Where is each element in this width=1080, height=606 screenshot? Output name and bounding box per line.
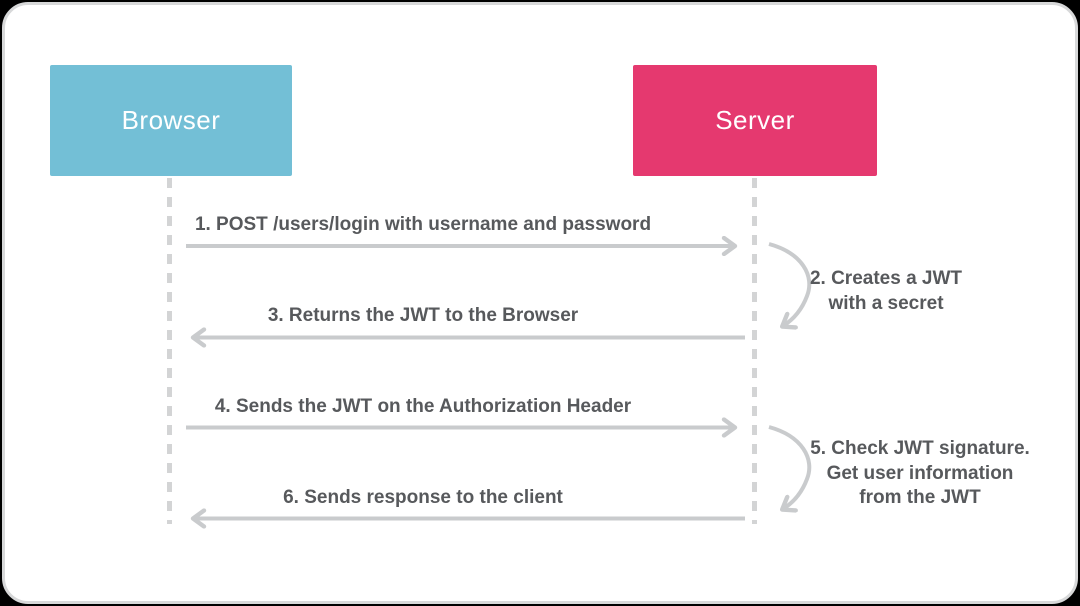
message-4-label: 4. Sends the JWT on the Authorization He… bbox=[214, 396, 632, 417]
browser-actor-box: Browser bbox=[50, 65, 292, 176]
self-note-5-line-1: 5. Check JWT signature. bbox=[810, 438, 1030, 459]
message-3-label: 3. Returns the JWT to the Browser bbox=[267, 305, 579, 326]
message-1-label: 1. POST /users/login with username and p… bbox=[194, 214, 652, 235]
self-note-2-line-1: 2. Creates a JWT bbox=[809, 268, 963, 289]
server-actor-box: Server bbox=[633, 65, 877, 176]
self-note-5-line-3: from the JWT bbox=[859, 487, 981, 508]
self-note-5-line-2: Get user information bbox=[826, 462, 1014, 484]
browser-actor-label: Browser bbox=[121, 105, 221, 135]
self-note-2-label: 2. Creates a JWT with a secret bbox=[766, 267, 1006, 316]
self-note-2-line-2: with a secret bbox=[828, 292, 944, 314]
message-6-label: 6. Sends response to the client bbox=[283, 487, 563, 508]
server-actor-label: Server bbox=[715, 105, 795, 135]
self-note-5-label: 5. Check JWT signature. Get user informa… bbox=[785, 437, 1055, 511]
